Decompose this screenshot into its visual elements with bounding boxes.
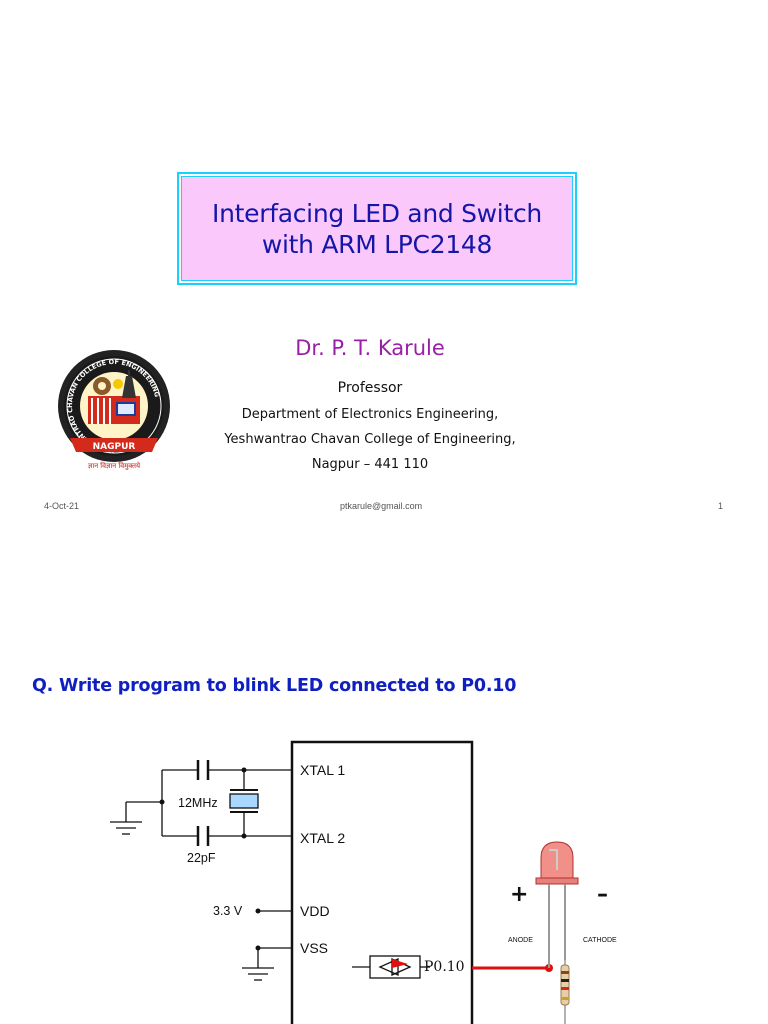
led-plus-sign: + [510,882,529,907]
pin-xtal1: XTAL 1 [300,762,346,778]
author-name: Dr. P. T. Karule [295,336,445,360]
title-line-2: with ARM LPC2148 [261,230,493,259]
question-heading: Q. Write program to blink LED connected … [32,676,517,696]
college-name: Yeshwantrao Chavan College of Engineerin… [224,432,516,447]
footer-page-number: 1 [718,501,724,511]
college-logo: YESHWANTRAO CHAVAN COLLEGE OF ENGINEERIN… [52,344,176,470]
pin-xtal2: XTAL 2 [300,830,346,846]
led-minus-sign: – [597,882,608,907]
position-title: Professor [337,380,403,396]
cathode-label: CATHODE [583,937,617,944]
microcontroller-box [290,740,474,1024]
title-line-1: Interfacing LED and Switch [212,199,542,228]
resistor-icon [560,960,570,1024]
title-box: Interfacing LED and Switch with ARM LPC2… [177,172,577,285]
capacitor-label: 22pF [187,851,216,865]
pin-vdd: VDD [300,903,330,919]
anode-label: ANODE [508,937,533,944]
logo-banner-text: NAGPUR [93,442,136,452]
schematic-diagram [110,740,579,1024]
supply-label: 3.3 V [213,904,243,918]
led-icon [535,841,579,960]
port-pin-label: P0.10 [424,959,465,975]
footer-date: 4-Oct-21 [44,501,80,511]
department: Department of Electronics Engineering, [241,407,499,422]
footer-email: ptkarule@gmail.com [340,501,423,511]
crystal-label: 12MHz [178,796,218,810]
city: Nagpur – 441 110 [311,457,429,472]
pin-vss: VSS [300,940,329,956]
logo-motto: ज्ञान विज्ञान विमुक्तये [88,461,141,470]
